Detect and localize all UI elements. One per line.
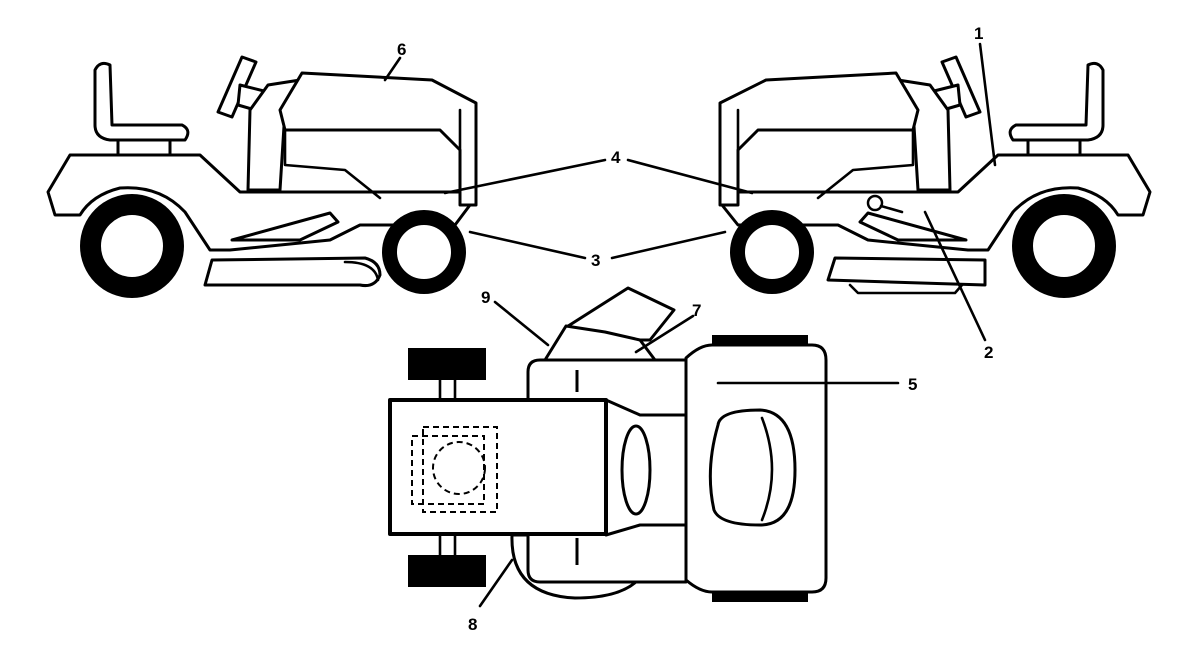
callout-9: 9	[481, 288, 490, 307]
callout-6: 6	[397, 40, 406, 59]
right-deck-bottom	[848, 283, 964, 295]
callout-5: 5	[908, 375, 917, 394]
left-mower-deck	[203, 256, 382, 287]
leader-3-left	[468, 230, 587, 260]
top-engine-dashed-circle	[432, 441, 486, 495]
top-front-wheel-lower	[408, 555, 486, 587]
key-icon	[866, 194, 884, 212]
callout-8: 8	[468, 615, 477, 634]
left-deck-chute	[343, 260, 380, 282]
right-seat	[1008, 61, 1105, 142]
left-pedal	[230, 211, 340, 242]
top-front-wheel-upper	[408, 348, 486, 380]
leader-1	[978, 42, 997, 167]
right-pedal	[858, 211, 968, 242]
left-hood-side	[283, 128, 382, 200]
left-hood	[278, 71, 478, 207]
callout-labels: 1 2 3 4 5 6 7 8 9	[397, 24, 993, 634]
callout-7: 7	[692, 301, 701, 320]
tractor-left-side-view	[46, 55, 478, 298]
leader-4-left	[443, 158, 607, 195]
left-rear-wheel-hub	[99, 213, 165, 279]
tractor-top-view	[388, 286, 828, 602]
left-steering-wheel	[216, 55, 258, 119]
left-front-wheel-hub	[395, 223, 453, 281]
top-steering-wheel	[620, 424, 652, 516]
left-rear-fender	[46, 153, 472, 252]
key-shaft	[879, 204, 904, 214]
leader-7	[634, 314, 695, 354]
right-hood	[718, 71, 920, 207]
callout-4: 4	[611, 148, 621, 167]
right-rear-wheel-hub	[1031, 213, 1097, 279]
left-seat	[93, 61, 190, 142]
right-seat-base	[1026, 138, 1082, 157]
top-seat	[708, 408, 797, 527]
left-seat-base	[116, 138, 172, 157]
callout-3: 3	[591, 251, 600, 270]
top-engine-dashed-inner	[422, 426, 498, 513]
top-seat-back	[760, 416, 774, 522]
leader-2	[923, 210, 987, 342]
right-steering-wheel	[940, 55, 982, 119]
leader-9	[493, 300, 550, 347]
leader-8	[478, 558, 514, 608]
right-hood-side	[816, 128, 915, 200]
tractor-right-side-view	[718, 55, 1152, 298]
leader-4-right	[626, 158, 754, 195]
leader-6	[383, 56, 402, 82]
leader-3-right	[610, 230, 727, 260]
callout-2: 2	[984, 343, 993, 362]
right-rear-fender	[720, 153, 1152, 252]
right-front-wheel-hub	[743, 223, 801, 281]
leader-lines	[383, 42, 997, 608]
right-mower-deck	[826, 256, 987, 287]
callout-1: 1	[974, 24, 983, 43]
